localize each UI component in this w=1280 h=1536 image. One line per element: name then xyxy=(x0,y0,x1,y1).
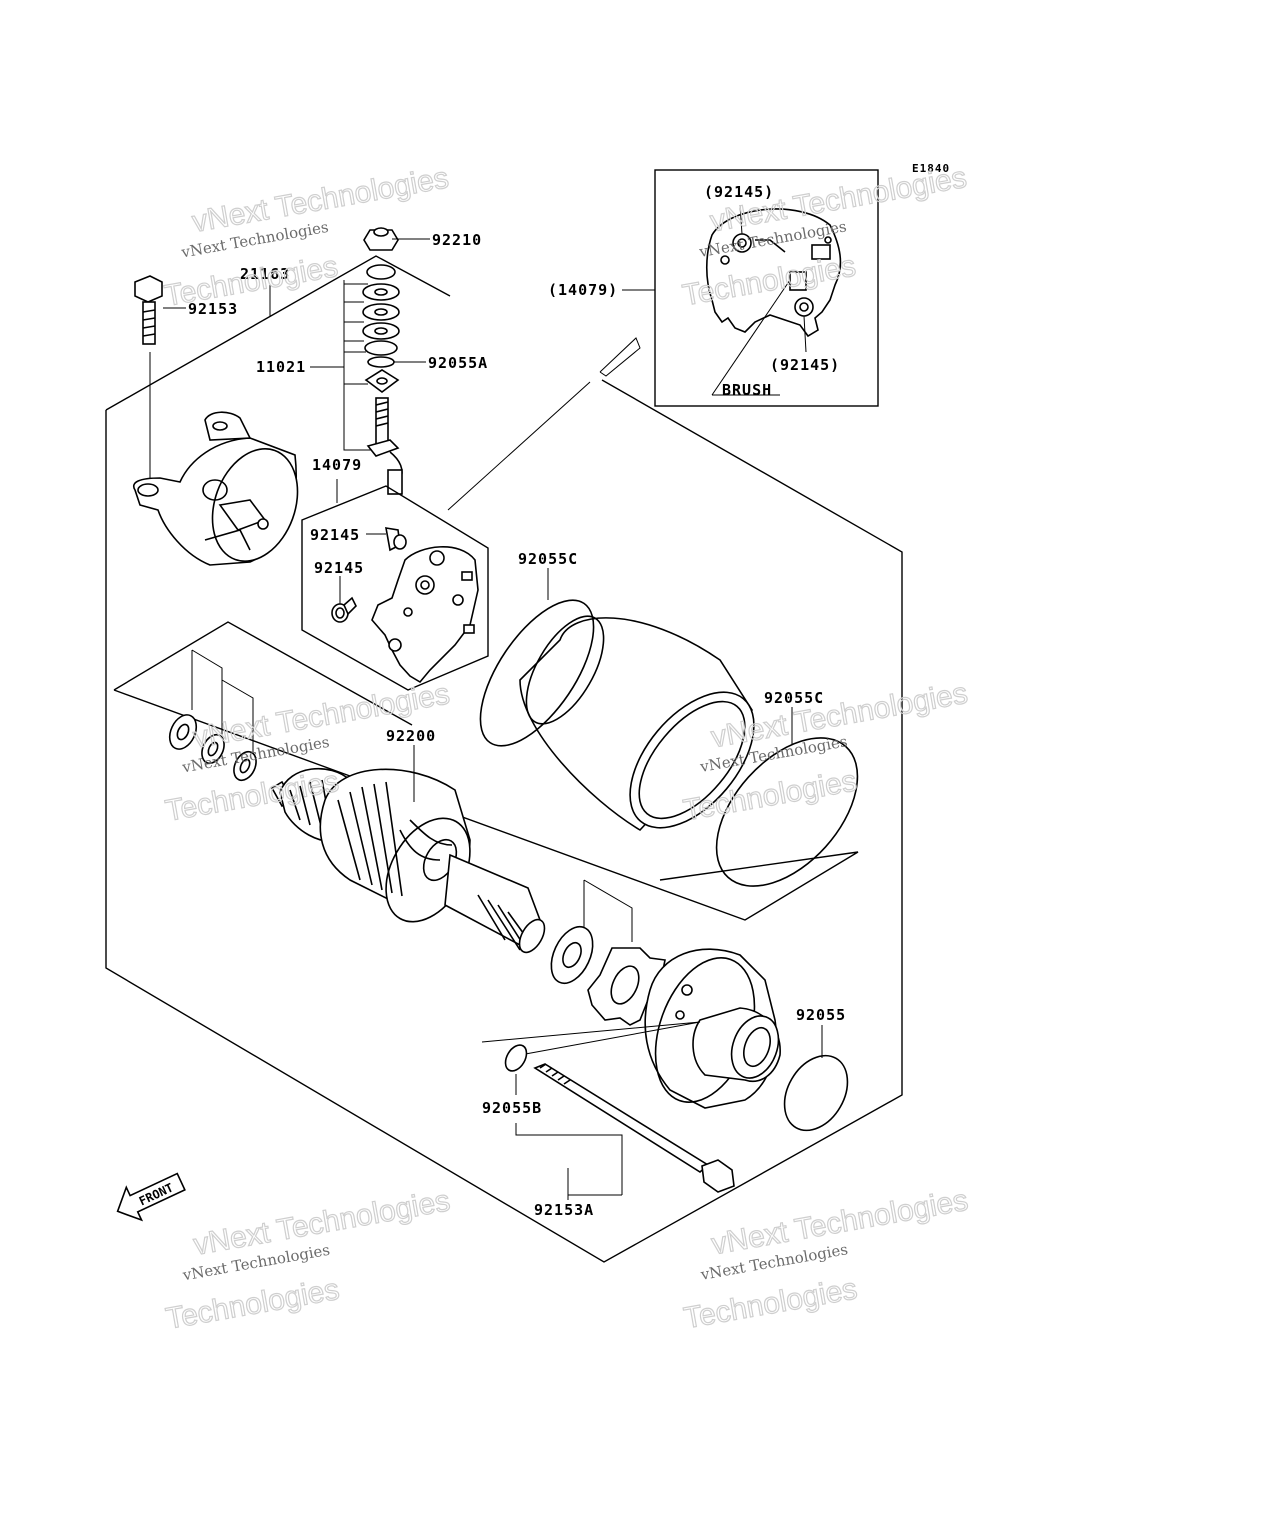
spring-92145 xyxy=(331,576,357,623)
brush-inset-box xyxy=(654,169,879,407)
armature-92200 xyxy=(270,767,546,954)
leader-inset-92145-bottom xyxy=(803,315,807,353)
brush-plate-group-box xyxy=(301,485,489,691)
leader-lockplate xyxy=(583,879,633,942)
main-outline-frame-right xyxy=(105,379,903,1263)
brush-label: BRUSH xyxy=(722,381,772,399)
label-21163: 21163 xyxy=(240,265,290,283)
label-92055B: 92055B xyxy=(482,1099,542,1117)
label-92145-screw: 92145 xyxy=(310,526,360,544)
label-92055A: 92055A xyxy=(428,354,488,372)
thrust-washer xyxy=(550,925,594,985)
shim-washers xyxy=(168,649,257,782)
inset-label-92145-bottom: (92145) xyxy=(770,356,840,374)
terminal-stack xyxy=(362,227,403,495)
rear-cover-21163 xyxy=(133,411,299,566)
label-92055C-top: 92055C xyxy=(518,550,578,568)
brush-plate-14079 xyxy=(371,546,479,684)
inset-label-14079: (14079) xyxy=(548,281,618,299)
label-92153: 92153 xyxy=(188,300,238,318)
inset-label-92145-top: (92145) xyxy=(704,183,774,201)
main-outline-frame xyxy=(105,255,451,411)
watermark-bottom-right: vNext Technologies vNext Technologies Te… xyxy=(681,1183,971,1336)
o-ring-92055C-right xyxy=(715,737,859,887)
bracket-92153A-2 xyxy=(567,1168,622,1196)
inset-leader-lines xyxy=(599,337,641,377)
seal-92055B xyxy=(504,1044,528,1072)
label-92200: 92200 xyxy=(386,727,436,745)
yoke-housing xyxy=(519,615,755,832)
watermark-top-left: vNext Technologies vNext Technologies Te… xyxy=(162,161,452,314)
inset-brush-plate xyxy=(706,208,842,338)
lock-plate xyxy=(587,947,666,1026)
o-ring-92055 xyxy=(783,1054,849,1132)
label-92055C-right: 92055C xyxy=(764,689,824,707)
o-ring-92055C-top xyxy=(479,599,595,747)
bracket-11021 xyxy=(343,280,372,451)
inset-leader xyxy=(447,381,591,511)
watermark-bottom-left: vNext Technologies vNext Technologies Te… xyxy=(163,1184,453,1337)
label-14079: 14079 xyxy=(312,456,362,474)
label-92210: 92210 xyxy=(432,231,482,249)
cover-leader-lines xyxy=(481,1021,701,1056)
label-92055: 92055 xyxy=(796,1006,846,1024)
bracket-92153A xyxy=(515,1123,623,1195)
screw-92145 xyxy=(366,527,407,552)
through-bolt-92153A xyxy=(533,1063,735,1193)
label-92153A: 92153A xyxy=(534,1201,594,1219)
bolt-92153 xyxy=(134,275,163,345)
armature-group-frame xyxy=(113,621,413,726)
label-11021: 11021 xyxy=(256,358,306,376)
bracket-ticks-11021 xyxy=(344,283,368,385)
leader-inset-92145-top xyxy=(739,204,743,235)
diagram-code: E1840 xyxy=(912,162,950,175)
front-cover xyxy=(644,948,781,1109)
label-92145-spring: 92145 xyxy=(314,559,364,577)
leader-brush xyxy=(711,279,791,396)
front-arrow: FRONT xyxy=(116,1172,186,1222)
